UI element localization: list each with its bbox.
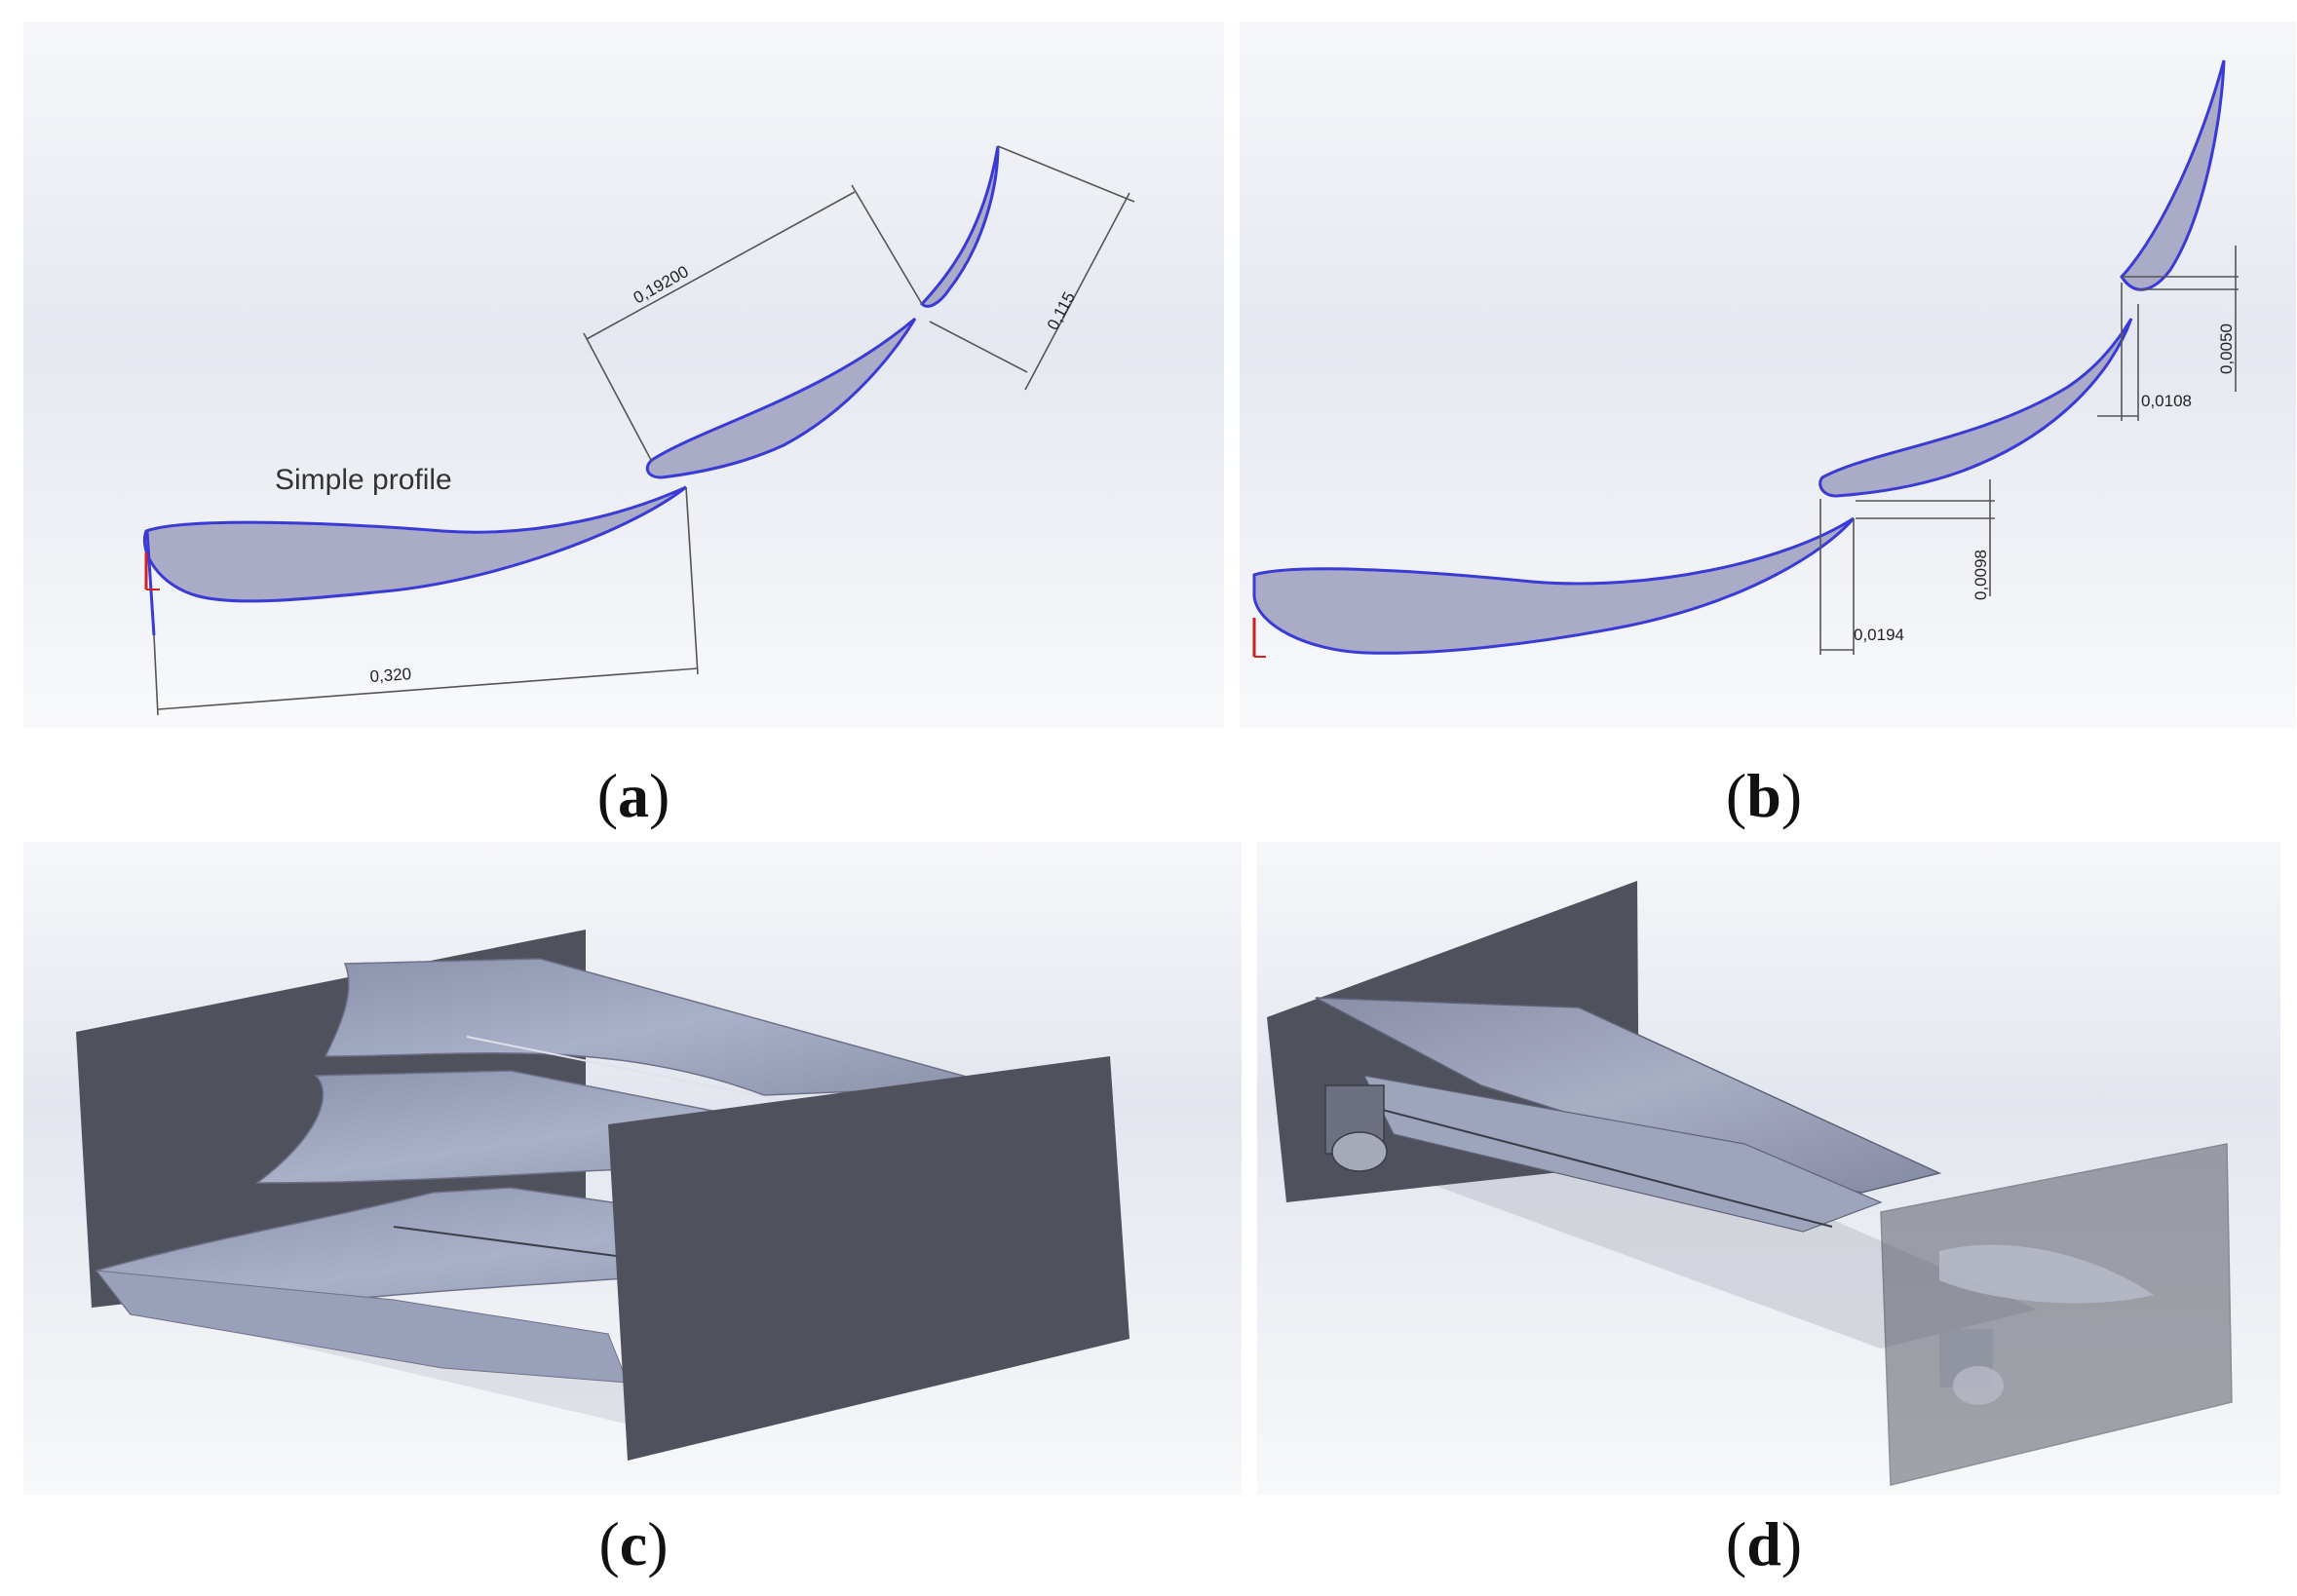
panel-a-drawing: 0,320 0,19200 0,115 Simple profile [23, 21, 1224, 728]
dimension-0320 [153, 486, 699, 716]
second-flap-profile [2120, 59, 2226, 291]
first-flap-profile [645, 317, 917, 479]
viewport-background [23, 21, 1224, 728]
panel-a-sketch-dimensions: 0,320 0,19200 0,115 Simple profile [23, 21, 1224, 728]
dimension-label-00098: 0,0098 [1972, 550, 1990, 600]
dimension-019200 [583, 184, 923, 463]
panel-d-rear-wing-3d-side [1257, 842, 2280, 1495]
main-plane-profile [143, 485, 687, 603]
panel-b-drawing: 0,0194 0,0098 0,0108 0,0050 [1240, 21, 2296, 728]
main-plane-profile [1252, 516, 1856, 655]
caption-c: (c) [598, 1509, 669, 1578]
panel-c-rear-wing-3d-front [23, 842, 1242, 1495]
caption-a: (a) [596, 761, 670, 830]
second-flap-profile [919, 145, 1000, 308]
reference-line [145, 530, 156, 636]
dimension-00108 [2097, 283, 2139, 421]
dimension-0115 [929, 145, 1135, 391]
dimension-00098 [1856, 479, 1995, 596]
panel-c-render [23, 842, 1242, 1495]
panel-d-render [1257, 842, 2280, 1495]
dimension-label-00050: 0,0050 [2217, 323, 2236, 374]
first-flap-profile [1818, 318, 2133, 498]
dimension-label-0320: 0,320 [369, 665, 412, 686]
main-plane [1362, 1075, 1883, 1233]
dimension-label-00108: 0,0108 [2141, 392, 2192, 410]
right-endplate [608, 1056, 1129, 1461]
upper-flap [324, 958, 999, 1096]
caption-b: (b) [1725, 761, 1803, 830]
simple-profile-label: Simple profile [275, 464, 452, 496]
dimension-label-00194: 0,0194 [1854, 626, 1904, 644]
caption-d: (d) [1725, 1509, 1803, 1578]
dimension-00194 [1819, 499, 1855, 655]
upper-flap [1315, 997, 1942, 1194]
panel-b-gap-overlap-dimensions: 0,0194 0,0098 0,0108 0,0050 [1240, 21, 2296, 728]
dimension-00050 [2122, 246, 2239, 392]
